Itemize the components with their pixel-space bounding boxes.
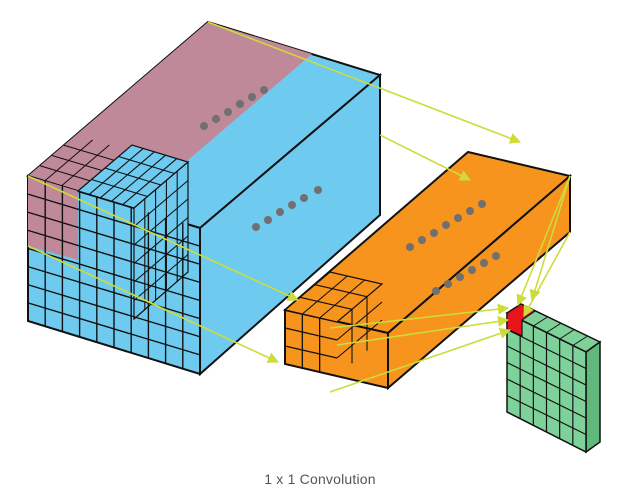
grid-line xyxy=(27,302,201,356)
arrow-filter-to-output-1 xyxy=(516,175,571,307)
filter-grid-lines xyxy=(284,275,383,372)
grid-line xyxy=(100,151,155,199)
grid-line xyxy=(133,198,189,246)
projection-arrows xyxy=(27,21,571,393)
arrow-input-slice-to-filter xyxy=(27,175,300,301)
grid-line xyxy=(27,229,201,284)
grid-line xyxy=(319,279,366,319)
grid-line xyxy=(61,144,110,187)
grid-line xyxy=(133,254,189,301)
grid-line xyxy=(314,284,368,298)
input-grid-lines xyxy=(27,139,201,368)
grid-line xyxy=(533,316,548,327)
grid-line xyxy=(506,378,587,419)
grid-line xyxy=(506,394,587,436)
grid-line xyxy=(122,158,178,206)
diagram-caption: 1 x 1 Convolution xyxy=(264,471,376,487)
grid-line xyxy=(27,193,201,247)
arrow-filter-to-output-3 xyxy=(523,231,571,317)
grid-line xyxy=(506,328,587,370)
grid-line xyxy=(118,155,175,175)
grid-line xyxy=(27,284,201,338)
grid-line xyxy=(301,275,348,315)
grid-line xyxy=(44,139,93,182)
grid-line xyxy=(27,211,201,265)
grid-line xyxy=(572,336,588,346)
dot-ellipsis-icon xyxy=(200,86,268,130)
dot-ellipsis-icon xyxy=(252,186,322,231)
grid-line xyxy=(91,178,148,198)
grid-line xyxy=(284,345,338,359)
grid-line xyxy=(27,265,201,320)
grid-line xyxy=(27,247,201,302)
output-feature-map xyxy=(505,303,602,454)
dot-ellipsis-icon xyxy=(406,200,486,251)
grid-line xyxy=(39,165,91,182)
grid-line xyxy=(133,217,189,264)
arrow-filter-to-output-5 xyxy=(336,315,510,346)
grid-line xyxy=(51,155,103,171)
grid-line xyxy=(506,361,587,403)
grid-line xyxy=(88,147,144,195)
highlight-slice-top xyxy=(28,22,312,208)
output-grid-lines xyxy=(506,310,588,445)
grid-line xyxy=(111,154,166,202)
grid-line xyxy=(559,329,574,340)
grid-line xyxy=(336,301,383,341)
grid-line xyxy=(104,167,162,186)
grid-line xyxy=(63,144,115,161)
arrow-filter-to-output-4 xyxy=(329,303,510,329)
arrow-input-to-filter-top xyxy=(207,21,522,144)
arrow-input-bottom-to-filter xyxy=(27,245,280,363)
arrow-filter-to-output-6 xyxy=(329,327,512,393)
grid-line xyxy=(133,180,189,227)
grid-line xyxy=(336,319,383,359)
output-side-face xyxy=(585,340,601,454)
highlight-slice-front xyxy=(28,176,78,260)
arrow-input-to-filter-mid xyxy=(379,134,472,181)
grid-line xyxy=(284,327,338,341)
grid-line xyxy=(546,323,561,333)
grid-line xyxy=(133,235,189,283)
input-volume xyxy=(25,20,383,377)
grid-line xyxy=(299,296,353,310)
grid-line xyxy=(506,345,587,386)
dot-ellipsis-icon xyxy=(432,252,500,295)
arrow-filter-to-output-2 xyxy=(529,175,571,302)
